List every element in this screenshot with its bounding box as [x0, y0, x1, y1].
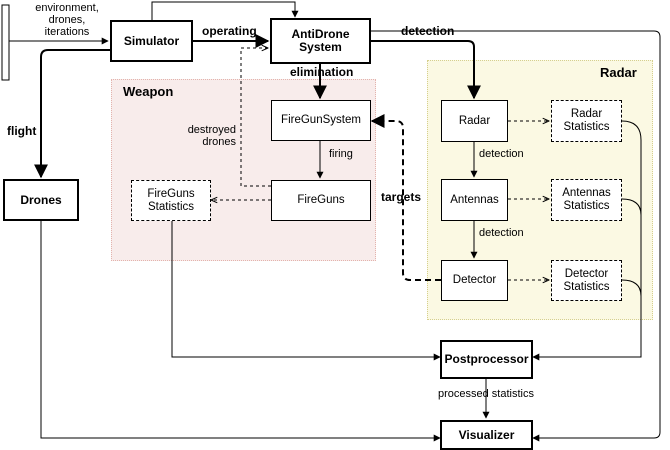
edge-destroyed [240, 48, 271, 187]
flight-label: flight [7, 124, 37, 138]
edge-drones-visualizer [40, 221, 441, 442]
edge-flight [34, 49, 110, 179]
radar-statistics-node: Radar Statistics [551, 100, 622, 142]
edge-targets [370, 114, 441, 281]
antidrone-system-node: AntiDrone System [270, 18, 371, 64]
fireguns-node: FireGuns [271, 180, 371, 221]
processed-statistics-label: processed statistics [438, 388, 534, 400]
edge-fireguns-stats-post [171, 221, 441, 361]
edge-antennas-stats-post [621, 198, 642, 216]
firing-label: firing [329, 148, 353, 160]
antennas-statistics-node: Antennas Statistics [551, 179, 622, 221]
detection-label: detection [401, 24, 455, 38]
firegunsystem-node: FireGunSystem [271, 100, 371, 141]
detection-radar-antennas-label: detection [479, 148, 524, 160]
detection-antennas-detector-label: detection [479, 227, 524, 239]
simulator-node: Simulator [110, 20, 193, 62]
edge-detector-stats-post [621, 279, 642, 297]
elimination-label: elimination [290, 65, 354, 79]
targets-label: targets [381, 190, 422, 204]
radar-node: Radar [441, 100, 508, 142]
postprocessor-node: Postprocessor [440, 340, 533, 379]
detector-node: Detector [441, 260, 508, 301]
edge-radar-stats-post [532, 120, 642, 361]
edge-detection-main [371, 40, 481, 100]
input-bar [1, 4, 10, 81]
detector-statistics-node: Detector Statistics [551, 260, 622, 301]
drones-node: Drones [3, 179, 79, 221]
edge-antidrone-visualizer [371, 30, 661, 442]
destroyed-drones-label: destroyed drones [187, 124, 236, 148]
operating-label: operating [202, 24, 257, 38]
radar-group-label: Radar [600, 65, 637, 80]
inputs-label: environment, drones, iterations [35, 2, 99, 38]
weapon-group-label: Weapon [123, 84, 174, 99]
antennas-node: Antennas [441, 179, 508, 221]
fireguns-statistics-node: FireGuns Statistics [131, 180, 211, 221]
visualizer-node: Visualizer [440, 420, 533, 450]
edge-simulator-loop [151, 1, 299, 20]
